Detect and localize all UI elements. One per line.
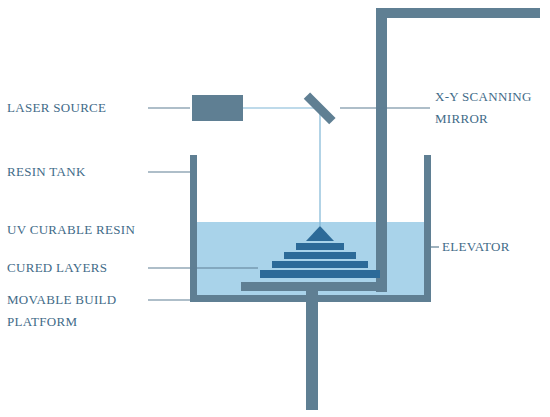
cured-tip	[306, 226, 334, 241]
cured-layer	[260, 270, 380, 278]
leader-line	[148, 299, 190, 300]
part-label: MOVABLE BUILD PLATFORM	[7, 289, 145, 333]
cured-layer	[272, 261, 368, 268]
elevator-column	[376, 8, 387, 292]
leader-line	[148, 107, 190, 108]
tank-right-wall	[424, 155, 431, 302]
leader-line	[148, 267, 258, 268]
scanning-mirror	[304, 92, 336, 124]
cured-layer	[296, 243, 344, 250]
leader-line	[431, 246, 439, 247]
cured-layer	[284, 252, 356, 259]
leader-line	[148, 171, 190, 172]
part-label: ELEVATOR	[442, 236, 546, 258]
part-label: RESIN TANK	[7, 161, 145, 183]
part-label: UV CURABLE RESIN	[7, 219, 177, 241]
build-platform	[241, 282, 387, 291]
platform-stem	[306, 291, 318, 410]
tank-bottom	[190, 295, 431, 302]
part-label: X-Y SCANNING MIRROR	[435, 86, 547, 130]
laser-source	[192, 95, 243, 121]
resin-fill	[197, 222, 424, 295]
leader-line	[340, 107, 430, 108]
part-label: CURED LAYERS	[7, 257, 145, 279]
tank-left-wall	[190, 155, 197, 302]
laser-beam	[319, 108, 320, 226]
laser-beam	[243, 107, 320, 108]
part-label: LASER SOURCE	[7, 97, 145, 119]
elevator-arm	[376, 8, 540, 18]
